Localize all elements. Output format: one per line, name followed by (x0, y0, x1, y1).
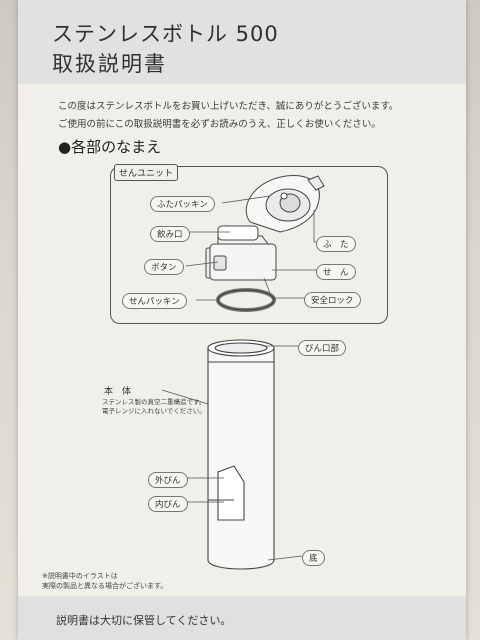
body-shape (207, 339, 275, 570)
manual-title: 取扱説明書 (52, 52, 167, 76)
footer-text: 説明書は大切に保管してください。 (56, 614, 232, 627)
bottle-illustration (161, 175, 334, 570)
label-lid: ふ た (316, 236, 356, 252)
label-mouth: びん口部 (298, 340, 347, 356)
cap-unit-frame (110, 166, 388, 324)
body-note-1: ステンレス製の真空二重構造です。 (102, 398, 206, 406)
body-note-2: 電子レンジに入れないでください。 (102, 407, 206, 415)
product-title: ステンレスボトル 500 (52, 22, 279, 46)
illustration-note-2: 実際の製品と異なる場合がございます。 (42, 582, 168, 590)
label-bottom: 底 (302, 550, 325, 566)
label-inner-bottle: 内びん (148, 496, 188, 512)
label-outer-bottle: 外びん (148, 472, 188, 488)
label-lid-packing: ふたパッキン (150, 196, 215, 212)
label-spout: 飲み口 (150, 226, 190, 242)
label-stopper-packing: せんパッキン (122, 293, 187, 309)
section-heading: ●各部のなまえ (58, 138, 162, 156)
footer-band (18, 596, 466, 640)
label-stopper: せ ん (316, 264, 356, 280)
label-button: ボタン (144, 259, 184, 275)
title-band (18, 0, 466, 84)
manual-sheet: ステンレスボトル 500 取扱説明書 この度はステンレスボトルをお買い上げいただ… (18, 0, 466, 640)
intro-line-2: ご使用の前にこの取扱説明書を必ずお読みのうえ、正しくお使いください。 (58, 119, 381, 130)
label-body: 本 体 (104, 387, 132, 397)
illustration-note-1: ※説明書中のイラストは (42, 572, 118, 580)
label-safety-lock: 安全ロック (304, 292, 361, 308)
cap-unit-tag: せんユニット (114, 164, 179, 181)
intro-line-1: この度はステンレスボトルをお買い上げいただき、誠にありがとうございます。 (58, 101, 399, 112)
